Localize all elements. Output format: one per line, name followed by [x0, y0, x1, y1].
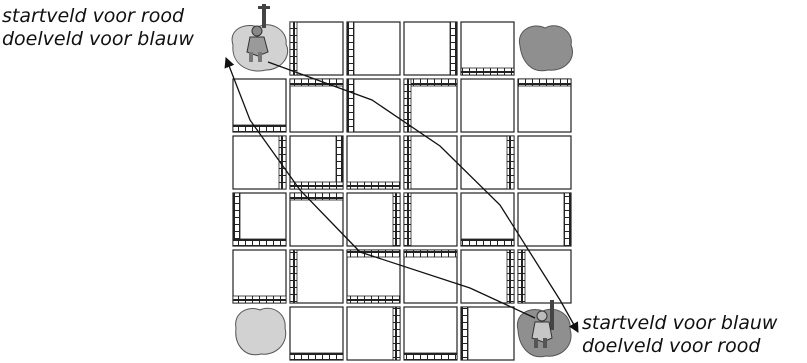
board-tile	[233, 193, 286, 246]
board-tile	[461, 193, 514, 246]
red-start-label: startveld voor rood doelveld voor blauw	[2, 5, 194, 51]
board-tile	[518, 136, 571, 189]
board-tile	[347, 250, 400, 303]
brick-wall	[347, 296, 400, 303]
brick-wall	[290, 250, 297, 303]
label-line: startveld voor blauw	[582, 312, 777, 335]
board-tile	[404, 250, 457, 303]
brick-wall	[290, 22, 297, 75]
brick-wall	[404, 250, 457, 257]
brick-wall	[233, 296, 286, 303]
board-tile	[518, 193, 571, 246]
brick-wall	[461, 307, 468, 360]
brick-wall	[347, 79, 354, 132]
blue-start-label: startveld voor blauw doelveld voor rood	[582, 312, 777, 358]
brick-wall	[461, 239, 514, 246]
red-corner-blob	[519, 26, 572, 71]
board-tile	[461, 307, 514, 360]
red-start-field	[232, 4, 288, 71]
board-tile	[233, 250, 286, 303]
board-tile	[290, 307, 343, 360]
board-tile	[461, 250, 514, 303]
board-tile	[404, 193, 457, 246]
brick-wall	[393, 307, 400, 360]
board-tile	[461, 136, 514, 189]
brick-wall	[518, 250, 525, 303]
board-tile	[347, 22, 400, 75]
brick-wall	[404, 353, 457, 360]
brick-wall	[233, 193, 240, 246]
board-tile	[347, 193, 400, 246]
board-tile	[347, 79, 400, 132]
board-tile	[461, 79, 514, 132]
board-tile	[518, 79, 571, 132]
label-line: doelveld voor rood	[582, 335, 777, 358]
board-tile	[347, 307, 400, 360]
board-tile	[461, 22, 514, 75]
tile-grid	[233, 22, 571, 360]
board-tile	[347, 136, 400, 189]
board-tile	[290, 22, 343, 75]
brick-wall	[507, 136, 514, 189]
brick-wall	[233, 239, 286, 246]
blue-corner-blob	[236, 308, 286, 355]
label-line: doelveld voor blauw	[2, 28, 194, 51]
board-tile	[233, 136, 286, 189]
blue-start-field	[517, 300, 571, 357]
brick-wall	[290, 353, 343, 360]
brick-wall	[347, 22, 354, 75]
board-tile	[290, 250, 343, 303]
brick-wall	[290, 193, 343, 200]
brick-wall	[233, 125, 286, 132]
board-tile	[404, 22, 457, 75]
board-tile	[233, 79, 286, 132]
brick-wall	[461, 68, 514, 75]
board-tile	[404, 307, 457, 360]
label-line: startveld voor rood	[2, 5, 194, 28]
brick-wall	[404, 136, 411, 189]
board-tile	[290, 193, 343, 246]
brick-wall	[404, 79, 457, 86]
board-tile	[290, 136, 343, 189]
brick-wall	[347, 182, 400, 189]
brick-wall	[404, 193, 411, 246]
brick-wall	[507, 250, 514, 303]
board-tile	[404, 79, 457, 132]
brick-wall	[393, 193, 400, 246]
brick-wall	[564, 193, 571, 246]
board-tile	[404, 136, 457, 189]
brick-wall	[518, 79, 571, 86]
brick-wall	[450, 22, 457, 75]
brick-wall	[336, 136, 343, 189]
